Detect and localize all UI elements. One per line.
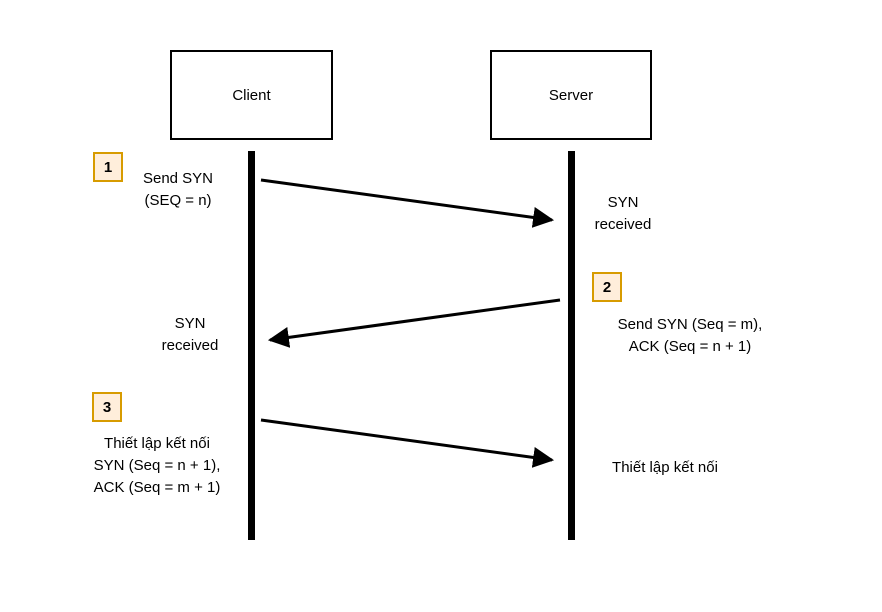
- step-1-badge-number: 1: [103, 158, 113, 176]
- step2-receiver-label: SYN received: [161, 315, 219, 354]
- step-1-badge: 1: [93, 152, 123, 182]
- server-actor-label: Server: [548, 86, 594, 104]
- client-actor-box: Client: [170, 50, 333, 140]
- arrow-step2-syn-ack: [267, 298, 561, 348]
- step-3-badge: 3: [92, 392, 122, 422]
- server-lifeline: [568, 151, 575, 540]
- step-2-badge: 2: [592, 272, 622, 302]
- step-2-badge-number: 2: [602, 278, 612, 296]
- step3-sender-label: Thiết lập kết nối SYN (Seq = n + 1), ACK…: [93, 435, 221, 496]
- arrow-step3-ack: [260, 418, 555, 468]
- step2-sender-label: Send SYN (Seq = m), ACK (Seq = n + 1): [617, 316, 763, 355]
- step1-sender-label: Send SYN (SEQ = n): [142, 170, 214, 209]
- client-actor-label: Client: [232, 86, 271, 104]
- client-lifeline: [248, 151, 255, 540]
- step-3-badge-number: 3: [102, 398, 112, 416]
- step1-receiver-label: SYN received: [594, 194, 652, 233]
- server-actor-box: Server: [490, 50, 652, 140]
- step3-receiver-label: Thiết lập kết nối: [612, 459, 718, 476]
- arrow-step1-syn: [260, 178, 555, 228]
